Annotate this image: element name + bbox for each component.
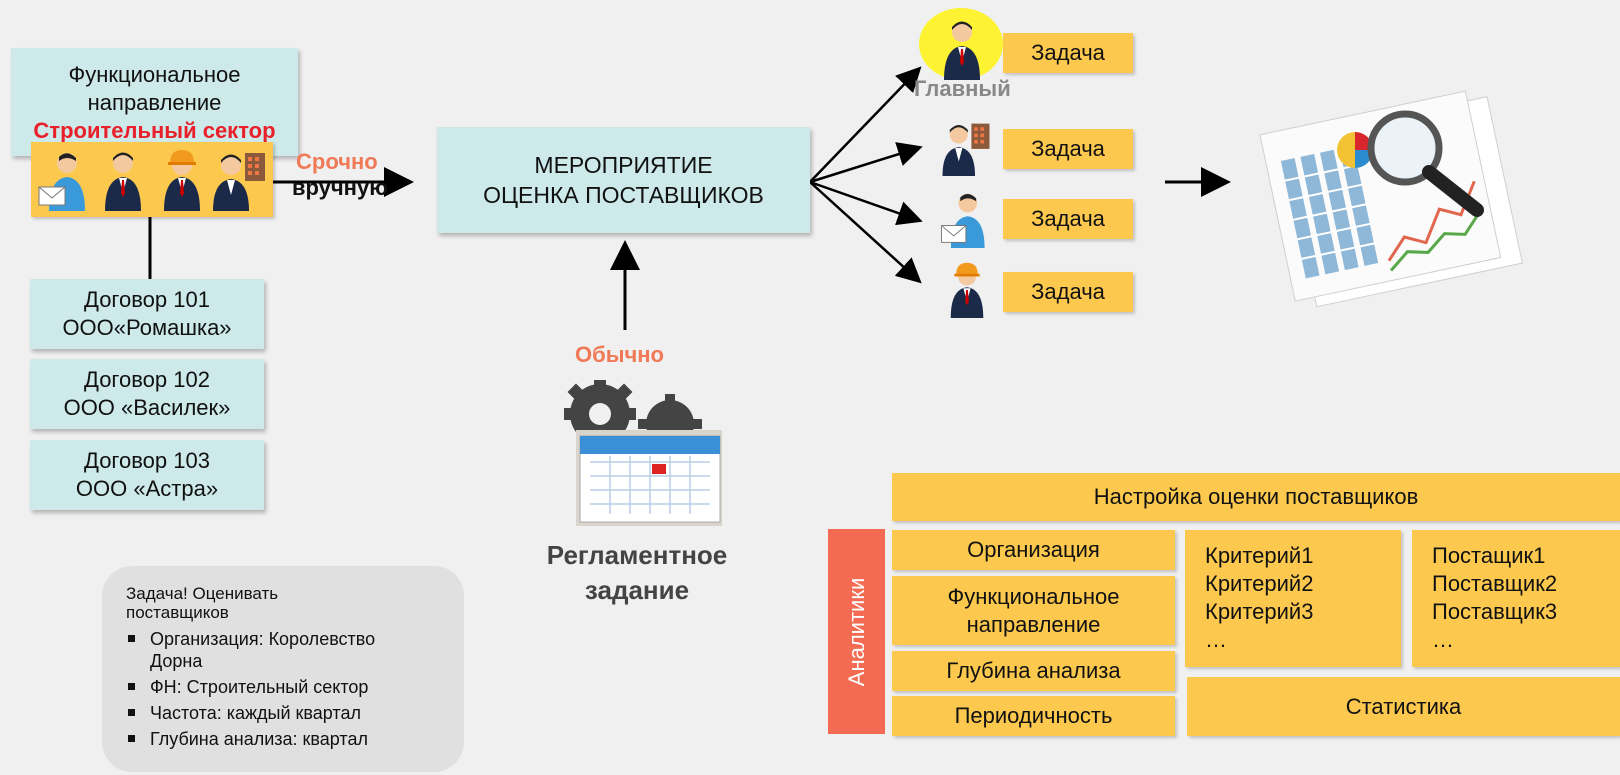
analytics-item: Функциональное направление bbox=[892, 576, 1175, 645]
analytics-item: Организация bbox=[892, 530, 1175, 570]
notes-title: Задача! Оценивать поставщиков bbox=[126, 584, 279, 622]
criteria-item: Критерий1 bbox=[1205, 543, 1314, 568]
contract-company: ООО«Ромашка» bbox=[62, 315, 232, 340]
criteria-box: Критерий1 Критерий2 Критерий3 … bbox=[1185, 530, 1401, 667]
task-box: Задача bbox=[1003, 199, 1133, 239]
arrow-to-task-1 bbox=[809, 66, 922, 183]
scheduled-task-label: Регламентное задание bbox=[532, 538, 742, 608]
contract-number: Договор 103 bbox=[84, 448, 210, 473]
event-line2: ОЦЕНКА ПОСТАВЩИКОВ bbox=[483, 182, 764, 208]
accountant-icon bbox=[942, 123, 990, 176]
manager-icon bbox=[944, 21, 980, 80]
criteria-item: Критерий2 bbox=[1205, 571, 1314, 596]
builder-icon bbox=[950, 262, 984, 318]
analytics-side-text: Аналитики bbox=[843, 577, 869, 686]
analytics-item: Глубина анализа bbox=[892, 651, 1175, 691]
analytics-side-label: Аналитики bbox=[828, 529, 885, 734]
supplier-item: Поставщик3 bbox=[1432, 599, 1558, 624]
scheduled-task-line2: задание bbox=[584, 575, 690, 605]
supplier-item: Поставщик2 bbox=[1432, 571, 1558, 596]
criteria-item: Критерий3 bbox=[1205, 599, 1314, 624]
manager-icon bbox=[105, 152, 141, 211]
supplier-item: … bbox=[1432, 627, 1454, 652]
notes-list: Организация: Королевство Дорна ФН: Строи… bbox=[126, 628, 440, 750]
functional-line2: направление bbox=[87, 90, 222, 115]
contract-company: ООО «Василек» bbox=[63, 395, 231, 420]
arrow-to-task-3 bbox=[809, 180, 923, 226]
notes-item: Организация: Королевство Дорна bbox=[128, 628, 420, 672]
functional-sector: Строительный сектор bbox=[33, 118, 276, 143]
functional-line1: Функциональное bbox=[68, 62, 241, 87]
notes-item: Глубина анализа: квартал bbox=[128, 728, 440, 750]
scheduled-task-line1: Регламентное bbox=[546, 540, 728, 570]
calendar-gears-icon bbox=[564, 380, 722, 526]
contract-card: Договор 101 ООО«Ромашка» bbox=[30, 279, 264, 349]
accountant-icon bbox=[213, 153, 265, 211]
mail-user-icon bbox=[38, 153, 85, 211]
contract-number: Договор 102 bbox=[84, 367, 210, 392]
analytics-item: Периодичность bbox=[892, 696, 1175, 736]
event-box: МЕРОПРИЯТИЕ ОЦЕНКА ПОСТАВЩИКОВ bbox=[437, 127, 810, 233]
users-strip bbox=[31, 142, 273, 217]
urgent-mode: вручную bbox=[292, 175, 388, 200]
event-line1: МЕРОПРИЯТИЕ bbox=[534, 152, 713, 178]
arrow-to-task-4 bbox=[809, 181, 922, 284]
mail-user-icon bbox=[941, 193, 985, 248]
report-magnifier-icon bbox=[1259, 90, 1523, 308]
criteria-item: … bbox=[1205, 627, 1227, 652]
task-box: Задача bbox=[1003, 129, 1133, 169]
urgent-text: Срочно bbox=[296, 149, 378, 174]
normal-label: Обычно bbox=[575, 342, 664, 367]
suppliers-box: Постащик1 Поставщик2 Поставщик3 … bbox=[1412, 530, 1620, 667]
arrow-to-task-2 bbox=[809, 142, 923, 184]
notes-item: Частота: каждый квартал bbox=[128, 702, 440, 724]
supplier-item: Постащик1 bbox=[1432, 543, 1546, 568]
statistics-box: Статистика bbox=[1187, 677, 1620, 736]
main-label: Главный bbox=[914, 76, 1011, 101]
notes-card: Задача! Оценивать поставщиков Организаци… bbox=[102, 566, 464, 772]
contract-card: Договор 102 ООО «Василек» bbox=[30, 359, 264, 429]
builder-icon bbox=[164, 150, 200, 211]
contract-company: ООО «Астра» bbox=[75, 476, 219, 501]
urgent-label: Срочно вручную bbox=[292, 149, 406, 201]
task-box: Задача bbox=[1003, 272, 1133, 312]
functional-direction-box: Функциональное направление Строительный … bbox=[11, 48, 298, 156]
contract-card: Договор 103 ООО «Астра» bbox=[30, 440, 264, 510]
notes-item: ФН: Строительный сектор bbox=[128, 676, 440, 698]
task-box: Задача bbox=[1003, 33, 1133, 73]
settings-header: Настройка оценки поставщиков bbox=[892, 473, 1620, 521]
contract-number: Договор 101 bbox=[84, 287, 210, 312]
